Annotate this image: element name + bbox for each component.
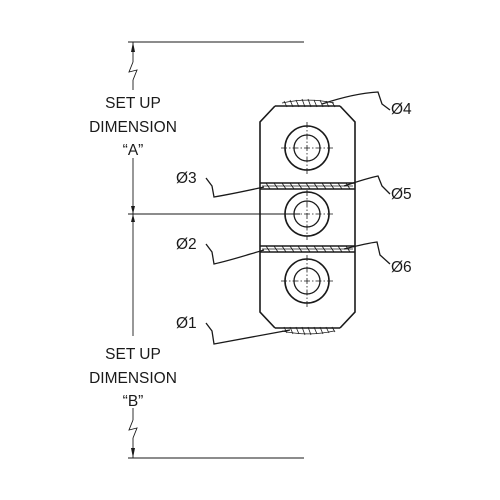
knurl-band-bottom xyxy=(281,326,336,336)
callout-d1: Ø1 xyxy=(176,315,197,332)
hole-middle xyxy=(281,190,333,240)
knurl-band-upper xyxy=(262,182,353,190)
part-outline xyxy=(259,105,356,329)
dimension-line-vertical xyxy=(128,42,138,458)
leader-d5 xyxy=(343,175,391,195)
setup-dimension-b-note: SET UP DIMENSION “B” xyxy=(89,346,177,410)
leader-d4 xyxy=(321,91,391,111)
leader-d1 xyxy=(205,322,291,345)
setup-b-line2: DIMENSION xyxy=(89,370,177,387)
callout-d3: Ø3 xyxy=(176,170,197,187)
leader-d3 xyxy=(205,177,265,198)
callout-d2: Ø2 xyxy=(176,236,197,253)
hole-bottom xyxy=(281,255,333,307)
callout-d5: Ø5 xyxy=(391,186,412,203)
knurl-band-lower xyxy=(262,245,353,253)
setup-a-line1: SET UP xyxy=(105,95,161,112)
callout-d4: Ø4 xyxy=(391,101,412,118)
setup-a-line3: “A” xyxy=(123,142,144,159)
leader-d2 xyxy=(205,243,265,265)
setup-a-line2: DIMENSION xyxy=(89,119,177,136)
callout-d6: Ø6 xyxy=(391,259,412,276)
hole-top xyxy=(281,122,333,174)
setup-b-line1: SET UP xyxy=(105,346,161,363)
setup-dimension-a-note: SET UP DIMENSION “A” xyxy=(89,95,177,159)
setup-b-line3: “B” xyxy=(123,393,144,410)
leader-d6 xyxy=(343,241,391,265)
